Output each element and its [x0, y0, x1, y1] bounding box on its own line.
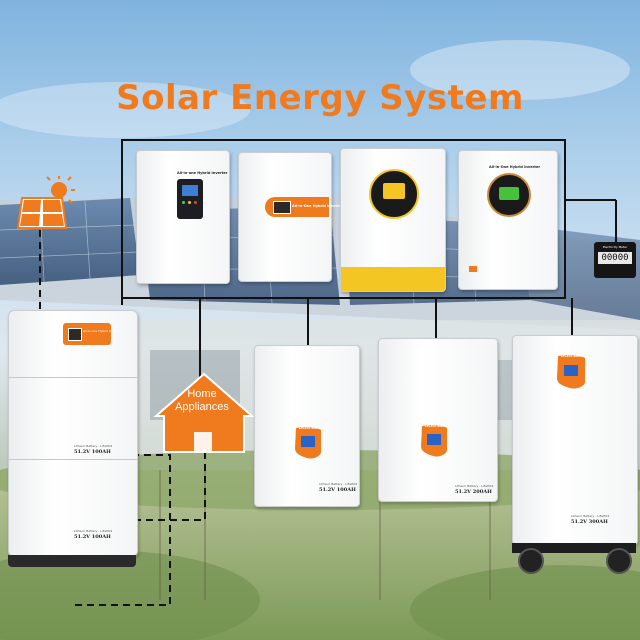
- wall-battery-3: LiFePO4 Battery Lithium Battery - LiFePO…: [512, 335, 638, 545]
- warning-label-icon: [469, 266, 477, 272]
- inverter-1: All-in-one Hybrid Inverter: [136, 150, 230, 284]
- meter-label: Electricity Meter: [602, 245, 628, 249]
- battery1-screen-label: LiFePO4 Battery: [299, 427, 322, 430]
- battery1-display-badge: [295, 426, 321, 459]
- led-indicator: [182, 201, 185, 204]
- wall-battery-2: LiFePO4 Battery Lithium Battery - LiFePO…: [378, 338, 498, 502]
- page-title: Solar Energy System: [116, 78, 524, 118]
- led-indicator: [194, 201, 197, 204]
- stack-control-panel: All-in-one Hybrid Inverter: [63, 323, 121, 345]
- home-dashed-wire: [132, 452, 206, 521]
- inverter2-screen: [273, 201, 291, 214]
- wall-battery-1: LiFePO4 Battery Lithium Battery - LiFePO…: [254, 345, 360, 507]
- inverter1-control-panel: [177, 179, 203, 219]
- module-divider: [9, 459, 137, 460]
- led-indicator: [188, 201, 191, 204]
- battery1-caption: Lithium Battery - LiFePO4: [319, 482, 358, 486]
- inverter4-text: All-in-One Hybrid Inverter: [489, 165, 541, 169]
- meter-reading: 00000: [598, 252, 632, 264]
- module1-caption: Lithium Battery - LiFePO4: [74, 444, 113, 448]
- battery2-screen-label: LiFePO4 Battery: [425, 425, 448, 428]
- stack-panel-text: All-in-one Hybrid Inverter: [83, 329, 121, 333]
- module2-spec: 51.2V 100AH: [74, 534, 111, 540]
- inverter1-text: All-in-one Hybrid Inverter: [177, 171, 228, 175]
- inverter-3: [340, 148, 446, 292]
- solar-panel-icon: [16, 176, 75, 229]
- home-label-line2: Appliances: [175, 401, 229, 413]
- inverter-bus-frame: [121, 139, 566, 299]
- inverter-2: All-in-One Hybrid Inverter: [238, 152, 343, 282]
- module-divider: [9, 377, 137, 378]
- battery3-wheel: [518, 548, 544, 574]
- electricity-meter: Electricity Meter 00000: [594, 242, 636, 278]
- battery2-caption: Lithium Battery - LiFePO4: [455, 484, 494, 488]
- battery3-display-badge: [557, 354, 585, 389]
- module2-caption: Lithium Battery - LiFePO4: [74, 529, 113, 533]
- inverter2-control-panel: All-in-One Hybrid Inverter: [265, 197, 343, 217]
- stack-display-screen: [68, 328, 82, 341]
- battery3-base: [512, 543, 636, 553]
- inverter2-text: All-in-One Hybrid Inverter: [292, 204, 344, 208]
- module1-spec: 51.2V 100AH: [74, 449, 111, 455]
- stacked-battery-unit: All-in-one Hybrid Inverter Lithium Batte…: [8, 310, 138, 557]
- home-appliances-icon: [153, 372, 255, 453]
- inverter3-screen: [383, 183, 405, 199]
- stack-base: [8, 555, 136, 567]
- battery3-screen-label: LiFePO4 Battery: [561, 355, 584, 358]
- inverter3-dial: [369, 169, 419, 219]
- inverter1-screen: [182, 185, 198, 196]
- inverter-4: All-in-One Hybrid Inverter: [458, 150, 558, 290]
- battery3-caption: Lithium Battery - LiFePO4: [571, 514, 610, 518]
- inverter4-screen: [499, 187, 519, 200]
- home-appliances-label: Home Appliances: [162, 388, 242, 414]
- battery3-wheel: [606, 548, 632, 574]
- battery2-spec: 51.2V 200AH: [455, 489, 492, 495]
- battery3-spec: 51.2V 300AH: [571, 519, 608, 525]
- battery1-spec: 51.2V 100AH: [319, 487, 356, 493]
- inverter3-yellow-band: [341, 267, 445, 291]
- battery2-display-badge: [421, 424, 447, 457]
- inverter4-dial: [487, 173, 531, 217]
- home-label-line1: Home: [187, 388, 217, 400]
